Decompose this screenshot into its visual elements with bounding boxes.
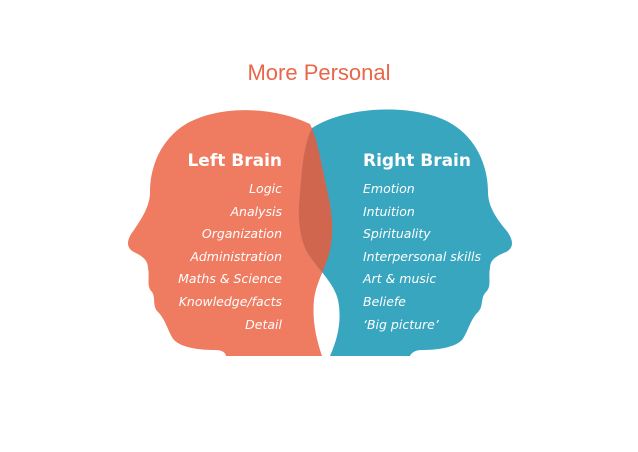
right-trait-emotion: Emotion	[363, 181, 415, 196]
right-trait-art-music: Art & music	[363, 271, 437, 287]
right-brain-trait-list: Emotion Intuition Spirituality Interpers…	[363, 178, 503, 336]
left-brain-trait-list: Logic Analysis Organization Administrati…	[160, 178, 282, 336]
left-trait-detail: Detail	[245, 316, 282, 332]
left-trait-maths-science: Maths & Science	[178, 271, 282, 287]
right-trait-intuition: Intuition	[363, 203, 415, 219]
left-brain-heading: Left Brain	[187, 151, 282, 171]
right-trait-interpersonal-skills: Interpersonal skills	[363, 248, 481, 264]
right-trait-big-picture: ‘Big picture’	[363, 316, 439, 332]
left-brain-panel: Left Brain Logic Analysis Organization A…	[160, 148, 282, 336]
right-brain-heading: Right Brain	[363, 151, 471, 171]
left-trait-logic: Logic	[249, 181, 282, 196]
left-head-silhouette	[128, 110, 333, 356]
left-trait-knowledge-facts: Knowledge/facts	[178, 293, 282, 309]
left-trait-administration: Administration	[190, 248, 282, 264]
right-trait-spirituality: Spirituality	[363, 226, 431, 242]
right-head-silhouette	[298, 109, 512, 356]
left-trait-organization: Organization	[201, 226, 282, 242]
left-trait-analysis: Analysis	[230, 203, 282, 219]
right-brain-panel: Right Brain Emotion Intuition Spirituali…	[363, 148, 503, 336]
right-trait-beliefe: Beliefe	[363, 293, 406, 309]
slide-title: More Personal	[247, 60, 391, 85]
